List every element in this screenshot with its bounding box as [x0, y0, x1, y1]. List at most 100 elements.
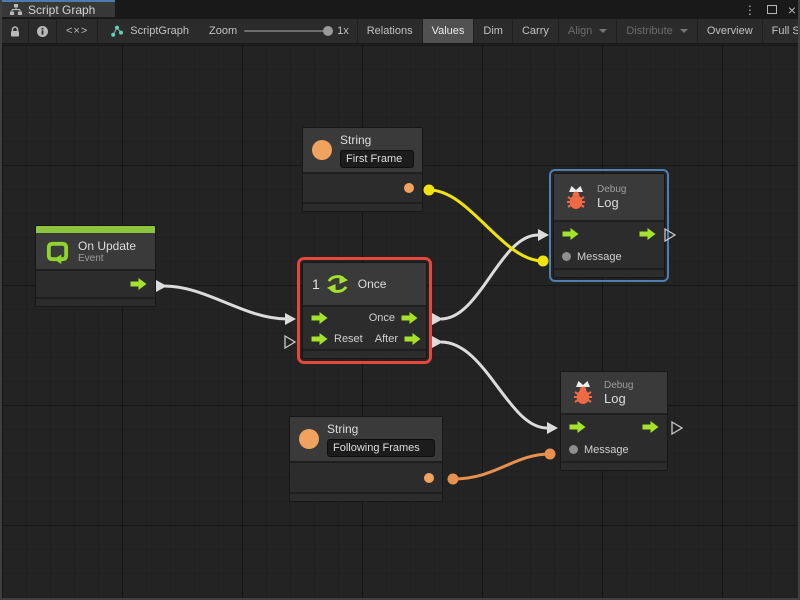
- node-title: String: [340, 132, 372, 147]
- once-output-port[interactable]: [401, 311, 418, 324]
- node-header: Debug Log: [561, 372, 667, 415]
- node-port-row: [561, 415, 667, 438]
- node-header: String: [290, 417, 442, 463]
- tab-title: Script Graph: [28, 2, 96, 17]
- window-menu-icon[interactable]: ⋮: [743, 2, 756, 17]
- port-label-reset: Reset: [334, 332, 363, 345]
- once-loop-icon: [326, 274, 348, 294]
- wire-string-to-debug-bottom[interactable]: [447, 448, 556, 485]
- message-input-port[interactable]: [569, 445, 578, 454]
- unconnected-port-triangle-debug-top[interactable]: [664, 227, 677, 243]
- zoom-value: 1x: [337, 25, 349, 37]
- node-debug-log-top[interactable]: Debug Log Message: [549, 169, 669, 282]
- node-category: Debug: [604, 379, 634, 391]
- wire-once-to-debug-top[interactable]: [432, 229, 549, 325]
- tab-script-graph[interactable]: Script Graph: [2, 0, 115, 17]
- tab-bar: Script Graph ⋮ ×: [2, 0, 798, 19]
- on-update-loop-icon: [46, 241, 69, 264]
- node-on-update[interactable]: On Update Event: [35, 225, 156, 307]
- close-icon[interactable]: ×: [787, 1, 796, 18]
- inspect-button[interactable]: [29, 19, 57, 43]
- unconnected-port-triangle-reset[interactable]: [284, 334, 297, 350]
- node-category: Debug: [597, 184, 627, 195]
- zoom-slider[interactable]: [244, 26, 334, 36]
- node-footer: [303, 351, 426, 358]
- wire-onupdate-to-once[interactable]: [156, 280, 296, 325]
- lock-icon: [11, 25, 19, 36]
- chevron-down-icon: [679, 29, 688, 33]
- node-debug-log-bottom[interactable]: Debug Log Message: [560, 371, 668, 471]
- node-port-row: Message: [561, 438, 667, 463]
- bug-icon: [574, 381, 592, 404]
- node-string-first-frame[interactable]: String: [302, 127, 423, 212]
- overview-label: Overview: [706, 25, 753, 37]
- node-port-row: [290, 463, 442, 494]
- window-controls: ⋮ ×: [744, 0, 796, 19]
- relations-button[interactable]: Relations: [358, 19, 423, 43]
- node-title: Once: [357, 277, 387, 291]
- string-output-port[interactable]: [424, 472, 434, 483]
- flow-input-port[interactable]: [562, 227, 579, 240]
- port-label-message: Message: [577, 250, 622, 263]
- node-once[interactable]: 1 Once Once: [297, 257, 432, 364]
- node-title: Log: [597, 195, 619, 210]
- full-screen-label: Full Screen: [771, 25, 800, 37]
- chevron-down-icon: [599, 29, 608, 33]
- info-icon: [37, 25, 48, 37]
- port-label-message: Message: [584, 443, 629, 456]
- node-port-row: Reset After: [303, 328, 426, 351]
- flow-output-port[interactable]: [639, 227, 656, 240]
- distribute-label: Distribute: [626, 25, 673, 37]
- graph-name-label: ScriptGraph: [130, 25, 189, 37]
- node-string-following-frames[interactable]: String: [289, 416, 443, 502]
- align-label: Align: [567, 25, 593, 37]
- full-screen-button[interactable]: Full Screen: [763, 19, 800, 43]
- string-type-icon: [312, 140, 332, 160]
- code-icon: <×>: [66, 25, 89, 37]
- string-value-input[interactable]: [340, 149, 414, 168]
- edit-source-button[interactable]: <×>: [57, 19, 99, 43]
- maximize-icon[interactable]: [766, 5, 777, 14]
- carry-button[interactable]: Carry: [513, 19, 559, 43]
- zoom-label: Zoom: [208, 25, 238, 37]
- node-footer: [290, 494, 442, 501]
- string-value-input[interactable]: [327, 438, 435, 457]
- node-footer: [303, 204, 422, 211]
- node-title: On Update: [78, 238, 137, 253]
- carry-label: Carry: [521, 25, 549, 37]
- graph-toolbar: <×> ScriptGraph Zoom 1x Relations Values…: [2, 19, 798, 44]
- flow-output-port[interactable]: [642, 420, 659, 433]
- flow-input-port[interactable]: [311, 311, 328, 324]
- node-port-row: [36, 271, 155, 299]
- graph-canvas[interactable]: String On Update Event: [2, 45, 798, 598]
- overview-button[interactable]: Overview: [698, 19, 763, 43]
- script-graph-icon: [111, 25, 124, 37]
- node-header: 1 Once: [303, 263, 426, 307]
- lock-button[interactable]: [2, 19, 29, 43]
- after-output-port[interactable]: [404, 332, 421, 345]
- string-output-port[interactable]: [404, 183, 414, 193]
- values-button[interactable]: Values: [422, 19, 475, 43]
- node-header: Debug Log: [554, 174, 664, 222]
- node-subtitle: Event: [78, 252, 104, 264]
- message-input-port[interactable]: [562, 252, 571, 261]
- wire-once-to-debug-bottom[interactable]: [432, 336, 558, 434]
- flow-input-port[interactable]: [569, 420, 586, 433]
- zoom-control: Zoom 1x: [201, 19, 358, 43]
- node-port-row: Once: [303, 307, 426, 328]
- event-accent-bar: [36, 226, 155, 233]
- string-type-icon: [299, 429, 319, 449]
- align-button[interactable]: Align: [559, 19, 618, 43]
- node-title: Log: [604, 390, 626, 406]
- dim-button[interactable]: Dim: [474, 19, 513, 43]
- wire-string-to-debug-top[interactable]: [423, 184, 549, 267]
- port-label-once: Once: [368, 311, 395, 324]
- graph-name-breadcrumb[interactable]: ScriptGraph: [98, 19, 201, 43]
- unconnected-port-triangle-debug-bottom[interactable]: [671, 420, 684, 436]
- dim-label: Dim: [483, 25, 503, 37]
- flow-output-port[interactable]: [130, 278, 147, 290]
- reset-input-port[interactable]: [311, 332, 328, 345]
- zoom-slider-handle[interactable]: [323, 26, 334, 36]
- distribute-button[interactable]: Distribute: [617, 19, 698, 43]
